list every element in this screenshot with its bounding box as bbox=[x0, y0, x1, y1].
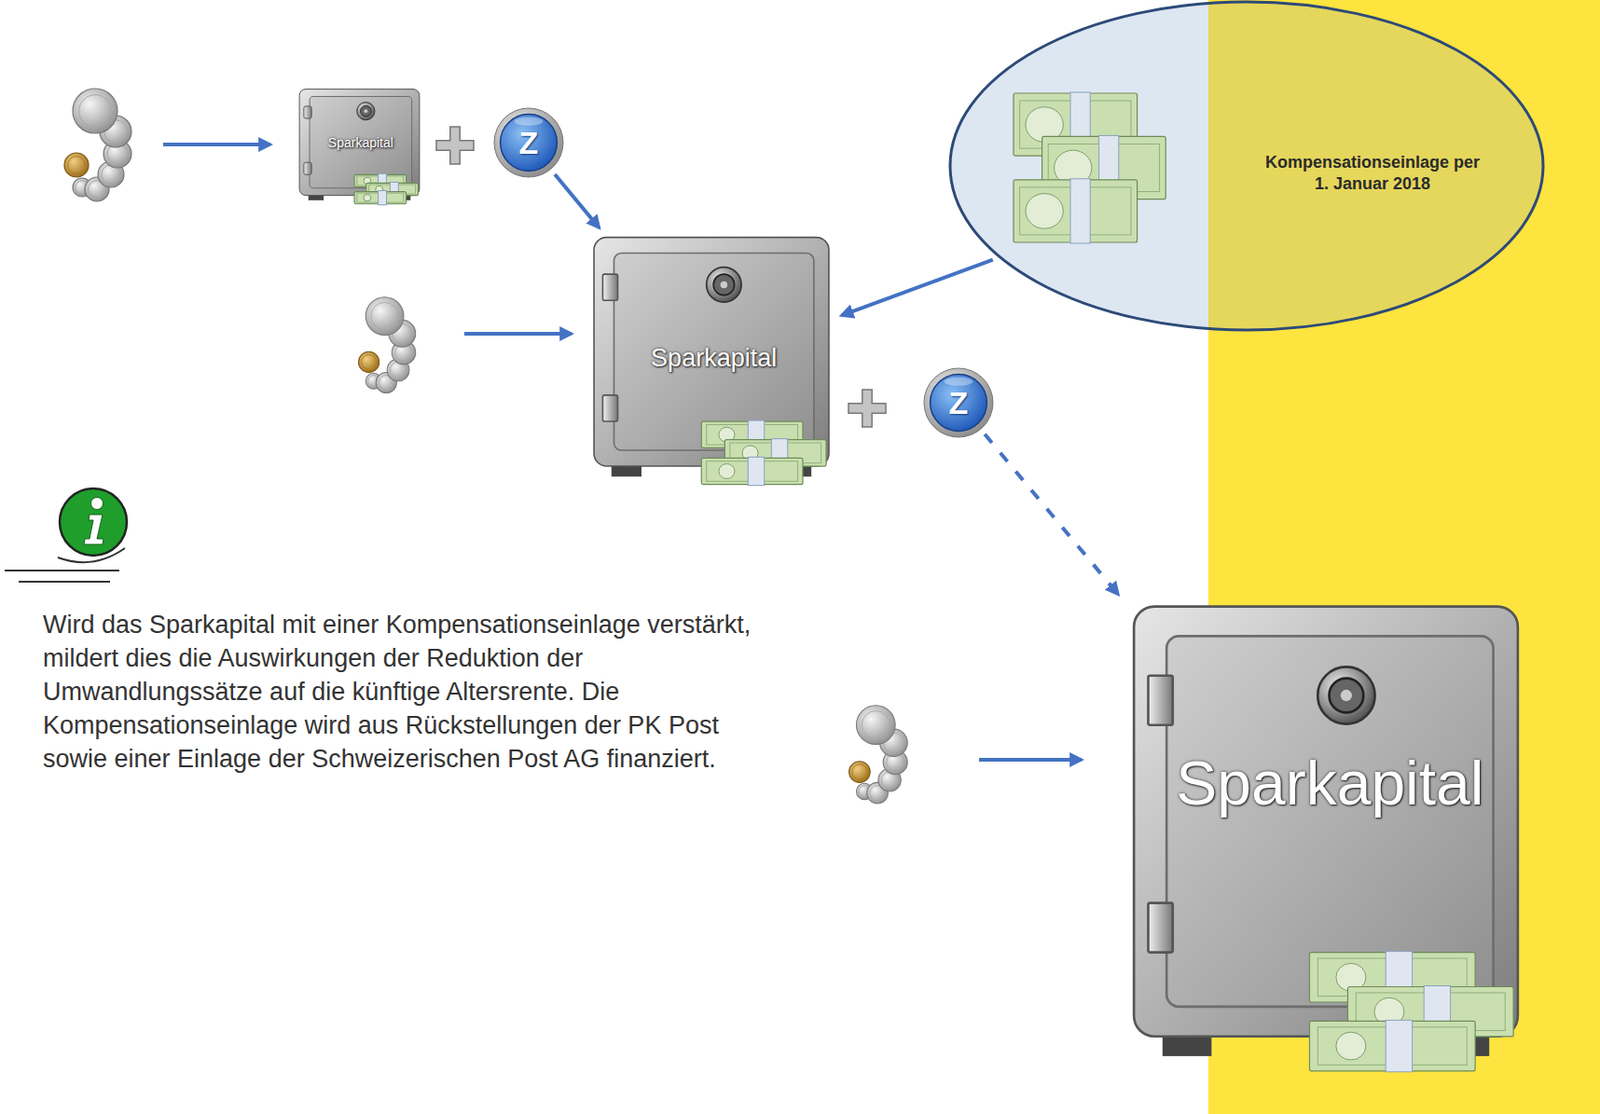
illustration-part bbox=[68, 156, 86, 175]
illustration-part bbox=[944, 377, 973, 387]
illustration-part bbox=[303, 162, 312, 175]
illustration-part bbox=[613, 253, 814, 452]
safe-label: Sparkapital bbox=[613, 344, 814, 373]
safe-box: Sparkapital bbox=[1121, 596, 1531, 1091]
illustration-part bbox=[4, 570, 120, 582]
coin-stack bbox=[849, 705, 909, 804]
safe-box: Sparkapital bbox=[586, 232, 837, 496]
plus-sign bbox=[436, 126, 474, 165]
illustration-part bbox=[354, 192, 407, 205]
illustration-part bbox=[950, 1, 1544, 331]
illustration-part bbox=[365, 297, 404, 336]
illustration-part bbox=[1133, 606, 1518, 1037]
connector-arrow bbox=[554, 174, 600, 228]
money-bill bbox=[701, 456, 803, 485]
illustration-part bbox=[361, 354, 377, 370]
info-icon bbox=[4, 488, 127, 582]
illustration-part bbox=[378, 191, 387, 206]
illustration-part bbox=[1208, 0, 1600, 332]
illustration-part bbox=[83, 514, 104, 545]
illustration-part bbox=[363, 193, 372, 201]
info-note: Wird das Sparkapital mit einer Kompensat… bbox=[42, 607, 752, 776]
illustration-part bbox=[79, 95, 112, 128]
illustration-part bbox=[1147, 675, 1173, 726]
illustration-part bbox=[602, 274, 618, 301]
illustration-part bbox=[849, 761, 871, 784]
money-bill bbox=[1013, 179, 1138, 244]
illustration-part bbox=[358, 351, 380, 373]
interest-symbol: Z bbox=[493, 107, 565, 179]
illustration-part bbox=[924, 368, 994, 438]
illustration-part bbox=[303, 106, 312, 119]
interest-symbol: Z bbox=[923, 367, 994, 439]
illustration-part bbox=[436, 126, 474, 165]
money-bill bbox=[354, 191, 407, 206]
illustration-part bbox=[1317, 666, 1375, 724]
illustration-part bbox=[713, 274, 735, 296]
illustration-part bbox=[747, 456, 764, 485]
illustration-part bbox=[371, 302, 399, 330]
illustration-part bbox=[363, 109, 368, 113]
interest-circle: Z bbox=[493, 107, 565, 179]
illustration-part bbox=[861, 711, 890, 740]
illustration-part bbox=[701, 457, 803, 484]
illustration-part bbox=[848, 389, 886, 428]
plus-sign bbox=[848, 389, 886, 428]
illustration-part bbox=[514, 117, 543, 126]
illustration-part bbox=[64, 152, 89, 178]
connector-arrow bbox=[841, 260, 994, 317]
illustration-part bbox=[855, 705, 896, 745]
illustration-part bbox=[309, 96, 413, 188]
flow-arrow bbox=[163, 142, 271, 147]
connector-arrow bbox=[984, 434, 1118, 595]
flow-arrow bbox=[464, 331, 572, 336]
illustration-part bbox=[1309, 1020, 1476, 1071]
money-bill bbox=[1309, 1020, 1476, 1072]
safe-box: Sparkapital bbox=[295, 86, 424, 209]
illustration-part bbox=[1013, 179, 1138, 243]
illustration-part bbox=[720, 281, 729, 290]
interest-circle: Z bbox=[923, 367, 994, 439]
illustration-part bbox=[602, 395, 618, 422]
illustration-part bbox=[1329, 678, 1365, 714]
illustration-part bbox=[1385, 1020, 1412, 1072]
illustration-part bbox=[1336, 1032, 1366, 1061]
safe-box-shape bbox=[1121, 596, 1531, 1091]
illustration-part bbox=[59, 488, 127, 556]
compensation-ellipse: Kompensationseinlage per 1. Januar 2018 bbox=[948, 0, 1545, 332]
illustration-part bbox=[718, 464, 735, 480]
illustration-part bbox=[1147, 903, 1173, 953]
illustration-part bbox=[1166, 635, 1493, 1007]
illustration-part bbox=[1340, 689, 1352, 702]
illustration-part bbox=[299, 89, 420, 196]
safe-label: Sparkapital bbox=[309, 135, 413, 151]
illustration-part bbox=[1025, 193, 1063, 230]
illustration-part bbox=[706, 267, 743, 304]
illustration-part bbox=[357, 102, 375, 121]
illustration-part bbox=[1070, 179, 1090, 244]
flow-arrow bbox=[979, 758, 1082, 762]
coin-stack bbox=[358, 297, 416, 394]
illustration-part bbox=[593, 237, 829, 467]
safe-label: Sparkapital bbox=[1166, 748, 1493, 820]
compensation-label: Kompensationseinlage per 1. Januar 2018 bbox=[1260, 151, 1485, 195]
illustration-part bbox=[360, 105, 373, 117]
illustration-part bbox=[91, 497, 104, 511]
illustration-part bbox=[494, 108, 564, 178]
illustration-part bbox=[72, 88, 118, 134]
illustration-part bbox=[852, 764, 868, 780]
coin-stack bbox=[64, 88, 132, 202]
